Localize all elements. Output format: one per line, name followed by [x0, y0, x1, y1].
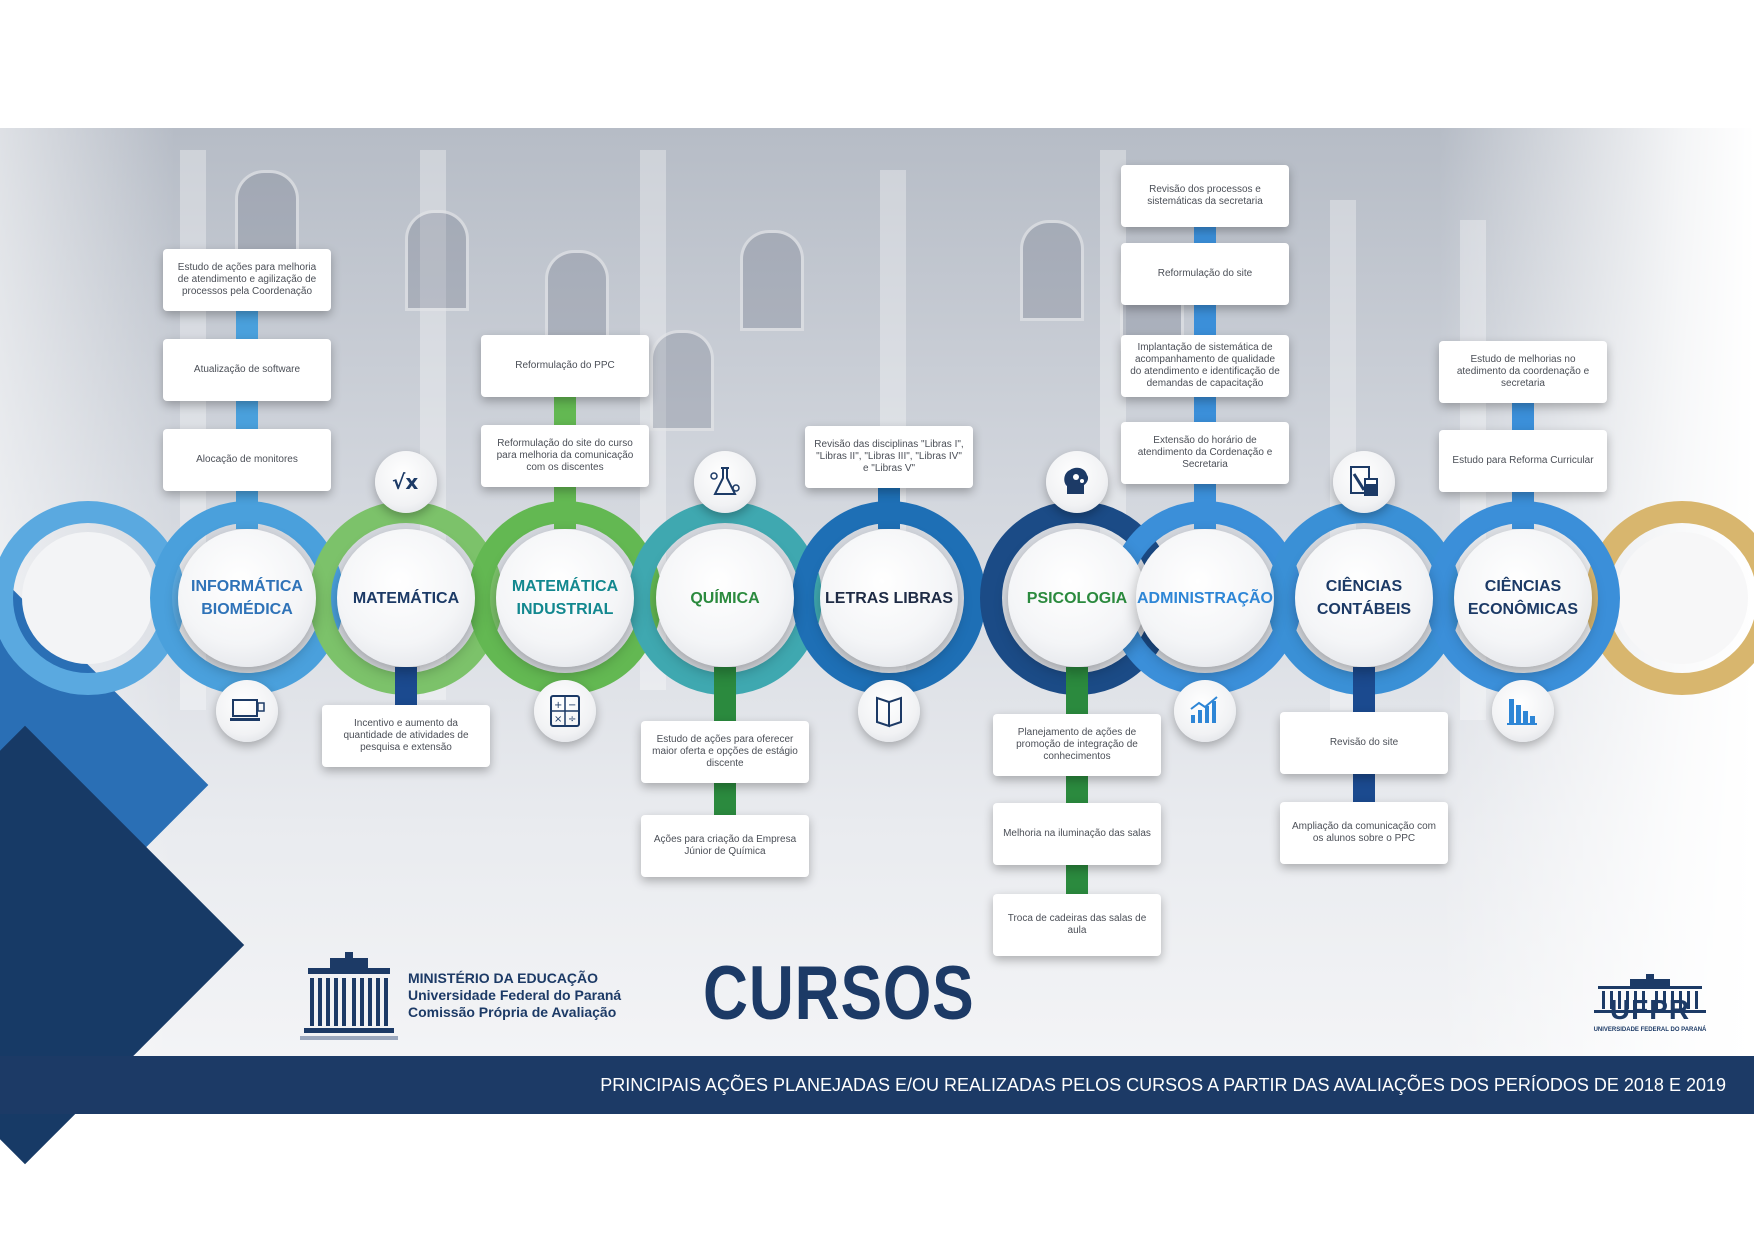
flask-icon: [694, 451, 756, 513]
action-box: Troca de cadeiras das salas de aula: [993, 894, 1161, 956]
course-node: LETRAS LIBRAS: [820, 529, 958, 667]
footer-caption: PRINCIPAIS AÇÕES PLANEJADAS E/OU REALIZA…: [600, 1075, 1726, 1095]
course-name: QUÍMICA: [690, 589, 760, 607]
chain-node-edge-right: [1616, 532, 1748, 664]
chain-ring-edge-left: [0, 501, 185, 695]
chain-ring-edge-right: [1585, 501, 1754, 695]
action-box: Implantação de sistemática de acompanham…: [1121, 335, 1289, 397]
calculator-icon: +−× ÷: [534, 680, 596, 742]
chain-node-edge-left: [22, 532, 154, 664]
action-box: Estudo de ações para oferecer maior ofer…: [641, 721, 809, 783]
action-box: Reformulação do site do curso para melho…: [481, 425, 649, 487]
action-box: Revisão das disciplinas "Libras I", "Lib…: [805, 426, 973, 488]
course-node: CIÊNCIAS CONTÁBEIS: [1295, 529, 1433, 667]
cpa-logo-icon: [300, 952, 398, 1040]
course-node: QUÍMICA: [656, 529, 794, 667]
ufpr-building-icon: [1594, 974, 1706, 1013]
course-node: PSICOLOGIA: [1008, 529, 1146, 667]
action-box: Extensão do horário de atendimento da Co…: [1121, 422, 1289, 484]
action-box: Melhoria na iluminação das salas: [993, 803, 1161, 865]
action-box: Planejamento de ações de promoção de int…: [993, 714, 1161, 776]
course-name: INFORMÁTICA BIOMÉDICA: [191, 578, 303, 618]
action-box: Estudo de melhorias no atedimento da coo…: [1439, 341, 1607, 403]
course-name: CIÊNCIAS CONTÁBEIS: [1316, 578, 1412, 618]
course-name: CIÊNCIAS ECONÔMICAS: [1467, 578, 1579, 618]
footer-bar: PRINCIPAIS AÇÕES PLANEJADAS E/OU REALIZA…: [0, 1056, 1754, 1114]
action-box: Ampliação da comunicação com os alunos s…: [1280, 802, 1448, 864]
course-name: PSICOLOGIA: [1026, 589, 1128, 607]
action-box: Atualização de software: [163, 339, 331, 401]
course-node: MATEMÁTICA: [337, 529, 475, 667]
growth-chart-icon: [1174, 680, 1236, 742]
course-name: LETRAS LIBRAS: [825, 589, 953, 607]
cpa-logo-text: MINISTÉRIO DA EDUCAÇÃO Universidade Fede…: [408, 970, 621, 1021]
bar-chart-icon: [1492, 680, 1554, 742]
brain-icon: [1046, 451, 1108, 513]
square-root-icon: √x: [375, 451, 437, 513]
svg-text:−: −: [568, 700, 576, 711]
book-icon: [858, 680, 920, 742]
logo-line-commission: Comissão Própria de Avaliação: [408, 1004, 617, 1020]
svg-text:√x: √x: [392, 470, 418, 494]
course-name: MATEMÁTICA INDUSTRIAL: [511, 578, 619, 618]
action-box: Ações para criação da Empresa Júnior de …: [641, 815, 809, 877]
logo-line-ministry: MINISTÉRIO DA EDUCAÇÃO: [408, 970, 599, 986]
action-box: Reformulação do PPC: [481, 335, 649, 397]
svg-text:÷: ÷: [568, 714, 576, 725]
ufpr-acronym: UFPR: [1609, 994, 1691, 1025]
action-box: Revisão do site: [1280, 712, 1448, 774]
computer-icon: [216, 680, 278, 742]
course-name: MATEMÁTICA: [352, 589, 460, 607]
action-box: Alocação de monitores: [163, 429, 331, 491]
ufpr-name: UNIVERSIDADE FEDERAL DO PARANÁ: [1593, 1027, 1707, 1033]
action-box: Estudo de ações para melhoria de atendim…: [163, 249, 331, 311]
logo-line-university: Universidade Federal do Paraná: [408, 987, 622, 1003]
page-title: CURSOS: [703, 951, 975, 1036]
course-node: MATEMÁTICA INDUSTRIAL: [496, 529, 634, 667]
svg-text:×: ×: [554, 714, 562, 725]
action-box: Revisão dos processos e sistemáticas da …: [1121, 165, 1289, 227]
accounting-icon: [1333, 451, 1395, 513]
course-name: ADMINISTRAÇÃO: [1137, 589, 1273, 607]
action-box: Estudo para Reforma Curricular: [1439, 430, 1607, 492]
action-box: Incentivo e aumento da quantidade de ati…: [322, 705, 490, 767]
course-node: ADMINISTRAÇÃO: [1136, 529, 1274, 667]
course-node: INFORMÁTICA BIOMÉDICA: [178, 529, 316, 667]
action-box: Reformulação do site: [1121, 243, 1289, 305]
course-node: CIÊNCIAS ECONÔMICAS: [1454, 529, 1592, 667]
svg-text:+: +: [554, 700, 562, 711]
